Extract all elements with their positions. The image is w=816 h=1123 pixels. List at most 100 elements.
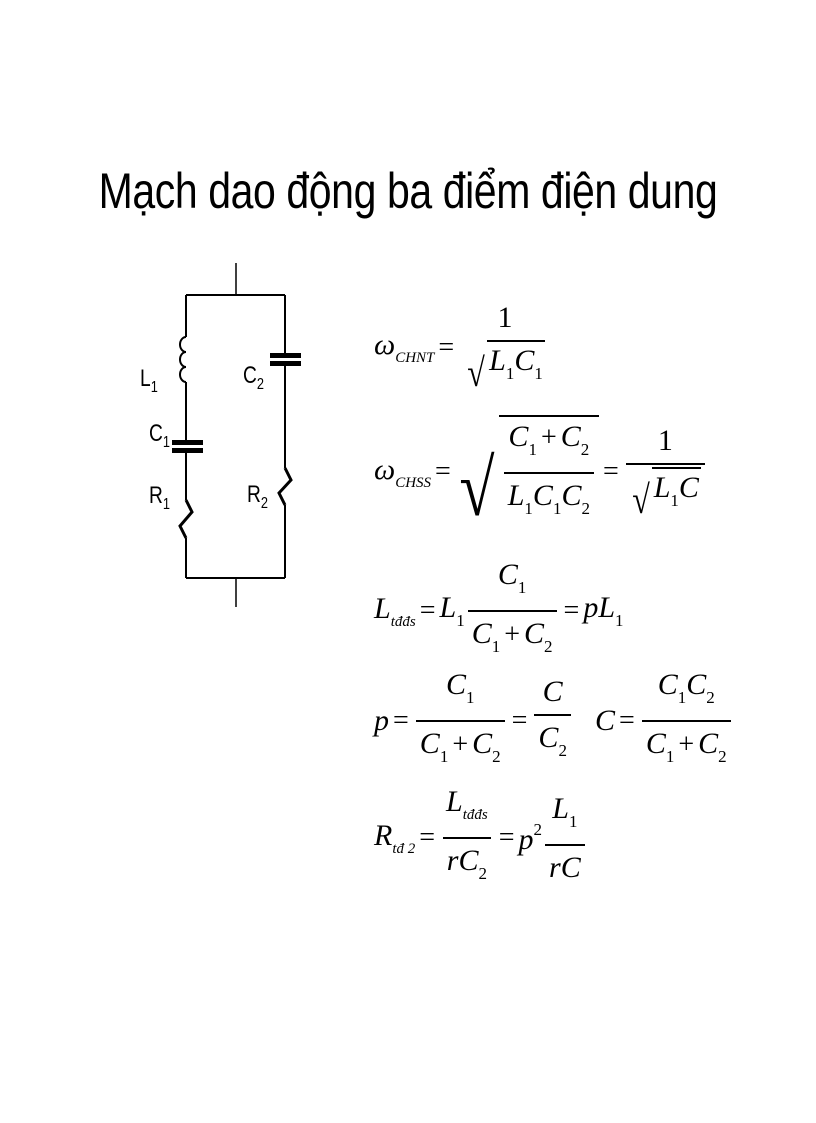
math-token: L xyxy=(374,591,391,625)
math-token: C xyxy=(686,668,707,701)
math-token: tđđs xyxy=(462,807,488,823)
math-token: 1 xyxy=(505,364,515,383)
math-token: L xyxy=(489,344,506,377)
math-token: C C2 xyxy=(534,672,571,771)
math-token: 1 xyxy=(491,637,501,656)
equation-p: p = C1 C1+C2 = C C2 xyxy=(374,665,574,777)
label-r1: R1 xyxy=(149,483,170,518)
capacitor-c2-plate-top xyxy=(270,353,301,358)
math-token: 1 xyxy=(497,301,513,334)
math-token: rC xyxy=(545,843,585,888)
math-token: L1 xyxy=(548,789,581,844)
eq1-fraction: 1 √L1C1 xyxy=(461,298,549,397)
math-token: R xyxy=(149,482,163,509)
math-token: pL xyxy=(583,591,615,624)
math-token: C xyxy=(532,479,553,512)
math-token: L1C1 xyxy=(487,340,545,393)
math-token: C xyxy=(645,727,666,760)
math-token: L1 xyxy=(440,591,465,631)
math-token: 1 xyxy=(524,499,533,518)
math-token: C xyxy=(419,727,440,760)
math-token: = xyxy=(419,822,436,853)
math-token: Ltđđs xyxy=(374,592,416,631)
math-token: + xyxy=(540,422,557,453)
math-token: 2 xyxy=(706,688,715,707)
math-token: L xyxy=(439,591,457,624)
math-token: + xyxy=(452,729,469,760)
math-token: 2 xyxy=(533,819,543,839)
equation-omega-chss: ωCHSS = √ C1+C2 L1C1C2 = 1 √L1C xyxy=(374,415,708,529)
math-token: = xyxy=(393,705,409,736)
math-token: ωCHSS xyxy=(374,453,431,492)
math-token: p xyxy=(374,704,389,737)
math-token: 1 xyxy=(615,611,624,630)
math-token: = xyxy=(563,595,580,626)
equation-r-td2: Rtđ 2 = Ltđđs rC2 = p2 L1 rC xyxy=(374,782,588,894)
math-token: C1C2 xyxy=(654,665,719,720)
math-token: 1 xyxy=(670,490,679,510)
math-token: L1C1C2 xyxy=(503,472,594,529)
inductor-l1-symbol xyxy=(179,336,187,383)
math-token: C1+C2 xyxy=(504,417,593,472)
math-token: = xyxy=(435,456,451,487)
equation-l-tdds: Ltđđs = L1 C1 C1+C2 = pL1 xyxy=(374,555,624,667)
math-token: L xyxy=(140,365,151,392)
math-token: R xyxy=(374,818,393,852)
math-token: C xyxy=(561,479,582,512)
capacitor-c1-plate-top xyxy=(172,440,203,445)
math-token: C xyxy=(243,362,257,389)
math-token: 1 xyxy=(517,578,527,597)
math-token: C1C2 C1+C2 xyxy=(641,665,731,777)
equation-omega-chnt: ωCHNT = 1 √L1C1 xyxy=(374,298,552,397)
math-token: 1 xyxy=(456,611,465,630)
math-token: 2 xyxy=(260,495,268,512)
math-token: C xyxy=(524,617,545,650)
math-token: + xyxy=(678,729,695,760)
math-token: 2 xyxy=(558,740,567,760)
math-token: C1 xyxy=(442,665,479,720)
math-token: p xyxy=(518,822,534,856)
math-token: C1+C2 L1C1C2 xyxy=(498,415,599,529)
math-token: 2 xyxy=(478,864,487,883)
math-token: 1 xyxy=(552,499,562,518)
math-token: Ltđđs rC2 xyxy=(442,782,492,894)
math-token: = xyxy=(419,595,436,626)
math-token: ω xyxy=(374,452,396,486)
math-token: 1 xyxy=(150,379,158,396)
resistor-r1-symbol xyxy=(178,499,194,539)
resistor-r2-symbol xyxy=(277,467,293,506)
math-token: L1 rC xyxy=(545,789,585,888)
math-token: = xyxy=(619,705,635,736)
math-token: 2 xyxy=(492,747,501,766)
math-token: rC2 xyxy=(442,837,491,894)
math-token: L xyxy=(446,785,463,818)
math-token: C xyxy=(149,420,163,447)
math-token: 1 √L1C xyxy=(625,421,705,524)
math-token: 1 xyxy=(162,434,170,451)
math-token: C xyxy=(508,420,529,453)
math-token: C1 xyxy=(494,555,531,610)
math-token: C xyxy=(595,704,616,737)
math-token: C1 C1+C2 xyxy=(415,665,505,777)
math-token: C xyxy=(538,720,559,754)
math-token: 1 xyxy=(528,440,537,459)
math-token: 1 xyxy=(568,811,578,831)
math-token: L1C xyxy=(651,466,701,520)
math-token: 1 xyxy=(657,423,673,457)
math-token: CHSS xyxy=(395,474,432,491)
math-token: 2 xyxy=(256,376,264,393)
label-c2: C2 xyxy=(243,363,264,398)
math-token: 2 xyxy=(718,747,727,766)
math-token: C xyxy=(698,727,719,760)
math-token: √L1C xyxy=(630,466,701,520)
capacitor-c1-plate-bottom xyxy=(172,448,203,453)
math-token: + xyxy=(504,619,520,650)
math-token: √L1C1 xyxy=(465,340,545,393)
math-token: C1+C2 xyxy=(641,720,731,777)
math-token: C1 C1+C2 xyxy=(467,555,557,667)
math-token: = xyxy=(438,331,455,363)
math-token: 1 xyxy=(534,364,543,383)
math-token: tđđs xyxy=(390,613,416,630)
math-token: C xyxy=(471,617,492,650)
